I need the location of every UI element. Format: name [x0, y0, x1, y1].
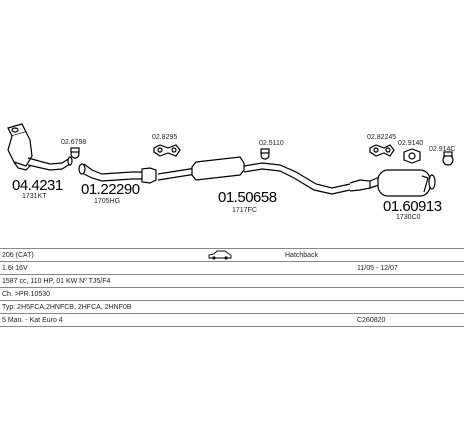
middle-silencer: [157, 156, 371, 195]
part-ref-2: 1705HG: [94, 198, 121, 205]
table-row-codes: Typ: 2H5FCA,2HNFCB, 2HFCA, 2HNF0B: [0, 300, 464, 313]
clamp-number-1: 02.6798: [61, 139, 87, 146]
clamp-3: [260, 148, 270, 160]
clamp-6: [442, 151, 454, 166]
clamp-number-6: 02.914C: [429, 146, 456, 153]
vehicle-years: 11/05 - 12/07: [357, 265, 398, 272]
vehicle-engine-codes: Typ: 2H5FCA,2HNFCB, 2HFCA, 2HNF0B: [2, 304, 132, 311]
clamp-5: [403, 148, 421, 164]
table-row-spec: 1587 cc, 110 HP, 01 KW Nº TJ5/F4: [0, 274, 464, 287]
table-row-chassis: Ch. >PR.10530: [0, 287, 464, 300]
rear-silencer: [369, 169, 436, 197]
table-row-engine: 1.6i 16V 11/05 - 12/07: [0, 261, 464, 274]
exhaust-drawing: [7, 123, 454, 197]
catalytic-converter: [7, 123, 73, 171]
vehicle-gearbox: 5 Man. - Kat Euro 4: [2, 317, 63, 324]
exhaust-diagram: 04.4231 1731KT 01.22290 1705HG 01.50658 …: [7, 123, 456, 221]
clamp-4: [369, 144, 395, 157]
table-row-gearbox: 5 Man. - Kat Euro 4 C260820: [0, 313, 464, 327]
vehicle-engine: 1.6i 16V: [2, 265, 28, 272]
vehicle-spec: 1587 cc, 110 HP, 01 KW Nº TJ5/F4: [2, 278, 111, 285]
clamp-number-2: 02.8295: [152, 134, 178, 141]
vehicle-model: 206 (CAT): [2, 252, 34, 259]
vehicle-body-type: Hatchback: [285, 252, 319, 259]
clamp-number-4: 02.82245: [367, 134, 397, 141]
vehicle-chassis: Ch. >PR.10530: [2, 291, 51, 298]
table-row-model: 206 (CAT) Hatchback: [0, 248, 464, 261]
clamp-1: [70, 147, 80, 159]
part-ref-4: 1730C0: [396, 214, 421, 221]
part-ref-3: 1717FC: [232, 207, 257, 214]
front-pipe: [78, 163, 157, 184]
clamp-number-5: 02.9140: [398, 140, 424, 147]
part-number-1: 04.4231: [12, 177, 63, 194]
catalog-code: C260820: [357, 317, 386, 324]
part-ref-1: 1731KT: [22, 193, 47, 200]
clamp-2: [153, 144, 181, 157]
part-number-3: 01.50658: [218, 189, 277, 206]
part-number-4: 01.60913: [383, 198, 442, 215]
part-number-2: 01.22290: [81, 181, 140, 198]
clamp-number-3: 02.5110: [259, 140, 284, 147]
hatchback-car-icon: [208, 250, 232, 260]
